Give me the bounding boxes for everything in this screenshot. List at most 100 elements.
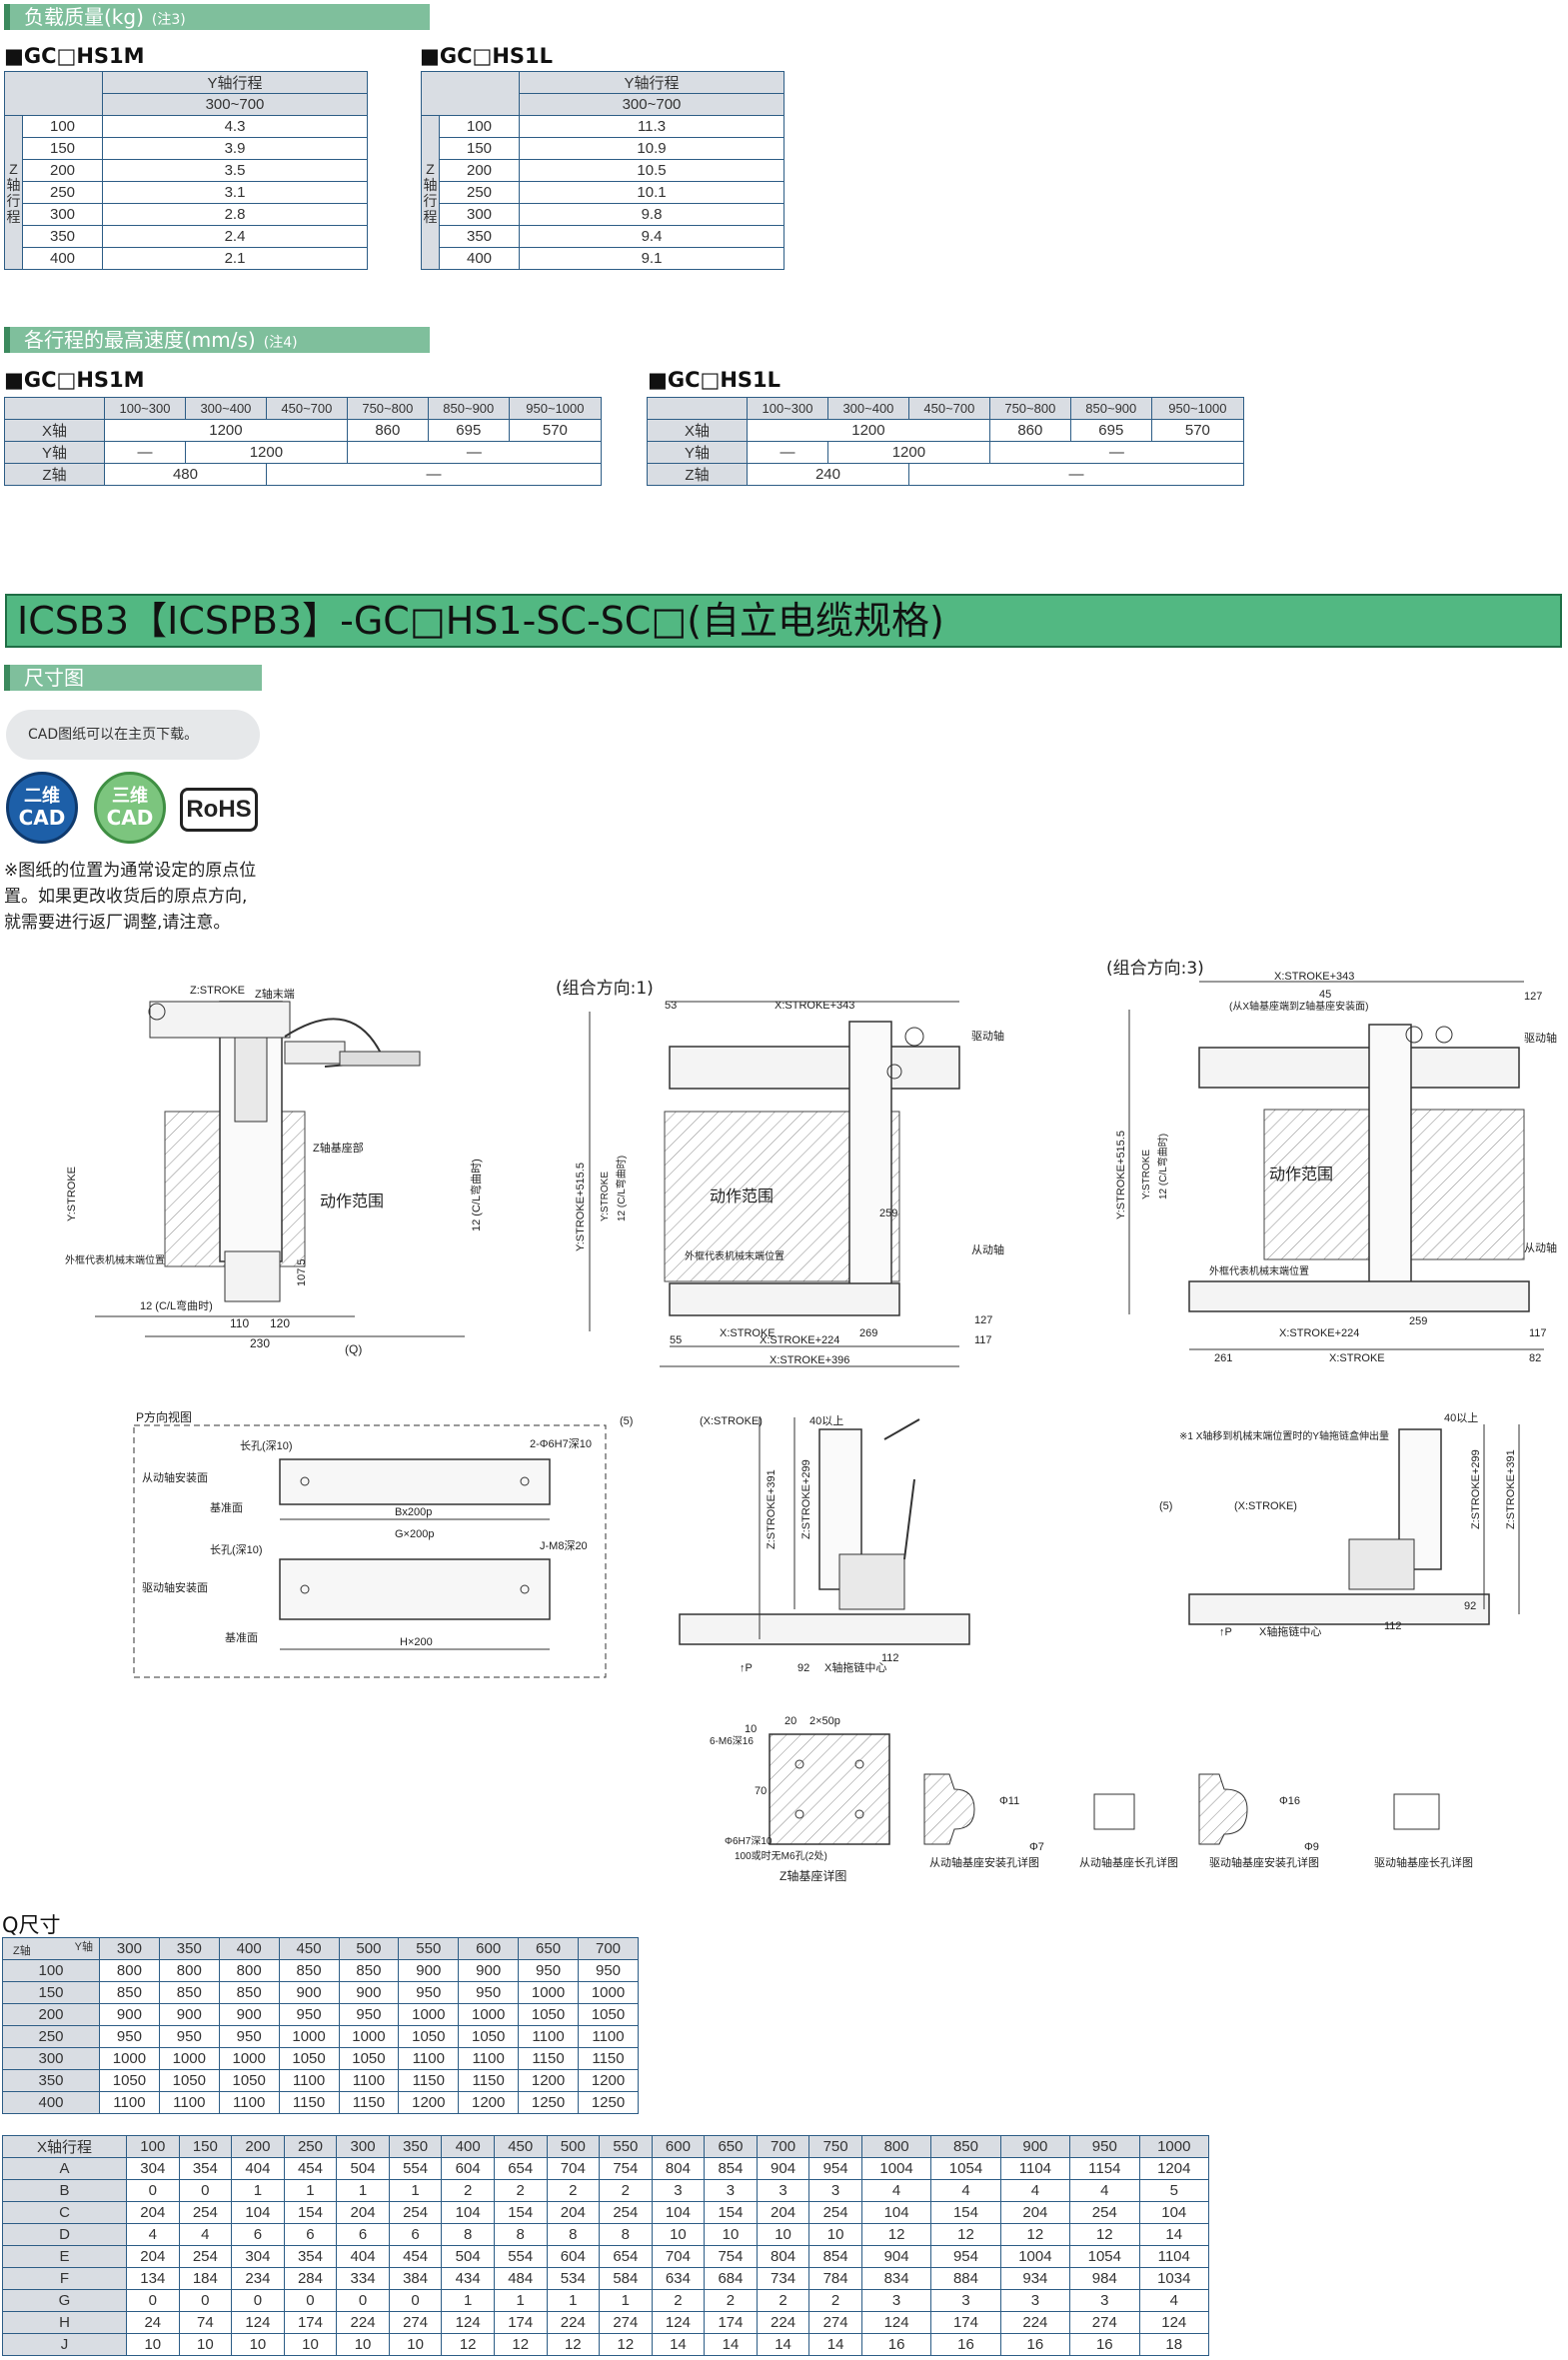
dimension-value: 0 xyxy=(178,2289,233,2312)
z-stroke-value: 350 xyxy=(22,225,103,248)
x396-text: X:STROKE+396 xyxy=(770,1354,849,1366)
load-value: 3.1 xyxy=(102,181,368,204)
driven-axis-text: 从动轴 xyxy=(1524,1240,1557,1254)
q-value: 1050 xyxy=(398,2025,460,2048)
dimension-value: 204 xyxy=(126,2201,180,2224)
dimension-value: 1 xyxy=(231,2179,285,2202)
dim-269: 269 xyxy=(859,1327,877,1339)
dimension-value: 554 xyxy=(493,2245,548,2268)
x-stroke-col-header: 300 xyxy=(336,2135,390,2158)
p-view-title: P方向视图 xyxy=(136,1409,192,1424)
cl-bend-bottom-text: 12 (C/L弯曲时) xyxy=(140,1298,213,1312)
speed-col-header: 850~900 xyxy=(1069,397,1152,420)
driven-axis-text: 从动轴 xyxy=(971,1242,1004,1256)
pin-text: 2-Φ6H7深10 xyxy=(530,1437,592,1450)
dimension-value: 204 xyxy=(546,2201,601,2224)
cad-2d-badge[interactable]: 二维 CAD xyxy=(6,772,78,844)
q-value: 1000 xyxy=(578,1981,639,2004)
z299-text: Z:STROKE+299 xyxy=(800,1459,812,1539)
dimension-value: 74 xyxy=(178,2311,233,2334)
speed-col-header: 750~800 xyxy=(346,397,429,420)
q-value: 1000 xyxy=(99,2047,160,2070)
z-stroke-text: Z:STROKE xyxy=(190,985,245,997)
z-stroke-label: 400 xyxy=(2,2091,100,2114)
y-stroke-col-header: 600 xyxy=(458,1937,520,1960)
dimension-value: 384 xyxy=(388,2267,443,2290)
y-stroke-header: Y轴行程 xyxy=(519,71,784,94)
dimension-value: 1 xyxy=(493,2289,548,2312)
direction-3-caption: (组合方向:3) xyxy=(1106,959,1204,979)
load-value: 10.5 xyxy=(519,159,784,182)
z-stroke-value: 150 xyxy=(439,137,520,160)
dim-117: 117 xyxy=(974,1334,992,1346)
x-axis-top xyxy=(1198,1047,1520,1089)
dimension-value: 1054 xyxy=(1069,2245,1140,2268)
x-stroke-col-header: 950 xyxy=(1069,2135,1140,2158)
load-value: 3.5 xyxy=(102,159,368,182)
dimension-value: 104 xyxy=(651,2201,706,2224)
side-z-drawing-3: ※1 X轴移到机械末端位置时的Y轴拖链盒伸出量 40以上 (5) (X:STRO… xyxy=(1159,1411,1520,1638)
dimension-value: 1004 xyxy=(860,2157,932,2180)
speed-value: — xyxy=(346,441,603,464)
q-value: 1150 xyxy=(458,2069,520,2092)
q-value: 1250 xyxy=(578,2091,639,2114)
load-section-note: (注3) xyxy=(151,12,186,28)
dimension-value: 984 xyxy=(1069,2267,1140,2290)
q-value: 1100 xyxy=(458,2047,520,2070)
dimension-value: 484 xyxy=(493,2267,548,2290)
x343-text: X:STROKE+343 xyxy=(775,1000,854,1012)
x-stroke-col-header: 1000 xyxy=(1138,2135,1209,2158)
drive-hole-section xyxy=(1198,1773,1248,1845)
dimension-value: 954 xyxy=(808,2157,862,2180)
hole-icon xyxy=(300,1584,310,1594)
z-stroke-label-char: 行 xyxy=(423,192,438,209)
dimension-value: 5 xyxy=(1138,2179,1209,2202)
x224-text: X:STROKE+224 xyxy=(1279,1327,1359,1339)
dim-45: 45 xyxy=(1319,989,1331,1001)
load-m-model: ■GC□HS1M xyxy=(4,44,145,68)
cad-3d-badge[interactable]: 三维 CAD xyxy=(94,772,166,844)
p50-text: 2×50p xyxy=(809,1715,840,1727)
dimension-value: 134 xyxy=(126,2267,180,2290)
y-stroke-text: Y:STROKE xyxy=(600,1172,611,1221)
x-stroke-col-header: 450 xyxy=(493,2135,548,2158)
dimension-key: H xyxy=(2,2311,127,2334)
z391-text: Z:STROKE+391 xyxy=(766,1469,778,1549)
dimension-value: 14 xyxy=(808,2333,862,2356)
dimension-value: 154 xyxy=(930,2201,1001,2224)
z-axis-head xyxy=(149,1001,291,1039)
q-value: 1150 xyxy=(338,2091,400,2114)
dimension-value: 604 xyxy=(441,2157,495,2180)
axis-label: Y轴 xyxy=(4,441,105,464)
dimension-value: 0 xyxy=(126,2289,180,2312)
z-stroke-label-char: Z xyxy=(9,160,18,177)
speed-value: 695 xyxy=(1069,419,1152,442)
q-value: 1100 xyxy=(578,2025,639,2048)
dim-259: 259 xyxy=(879,1207,897,1219)
dimension-value: 704 xyxy=(651,2245,706,2268)
dimension-value: 204 xyxy=(756,2201,810,2224)
no-m6-text: 100或时无M6孔(2处) xyxy=(735,1850,827,1862)
d7-text: Φ7 xyxy=(1029,1841,1044,1853)
z-stroke-label: 350 xyxy=(2,2069,100,2092)
x-stroke-col-header: 650 xyxy=(704,2135,758,2158)
q-value: 800 xyxy=(218,1959,280,1982)
z-stroke-label: 100 xyxy=(2,1959,100,1982)
q-value: 900 xyxy=(158,2003,220,2026)
x-cable-text: X轴拖链中心 xyxy=(824,1660,886,1674)
speed-section-title: 各行程的最高速度(mm/s) xyxy=(24,328,256,352)
dimension-value: 12 xyxy=(546,2333,601,2356)
dimension-value: 274 xyxy=(388,2311,443,2334)
dimension-value: 3 xyxy=(1069,2289,1140,2312)
q-value: 850 xyxy=(99,1981,160,2004)
dimension-value: 3 xyxy=(860,2289,932,2312)
q-value: 1100 xyxy=(518,2025,579,2048)
dimension-value: 3 xyxy=(808,2179,862,2202)
